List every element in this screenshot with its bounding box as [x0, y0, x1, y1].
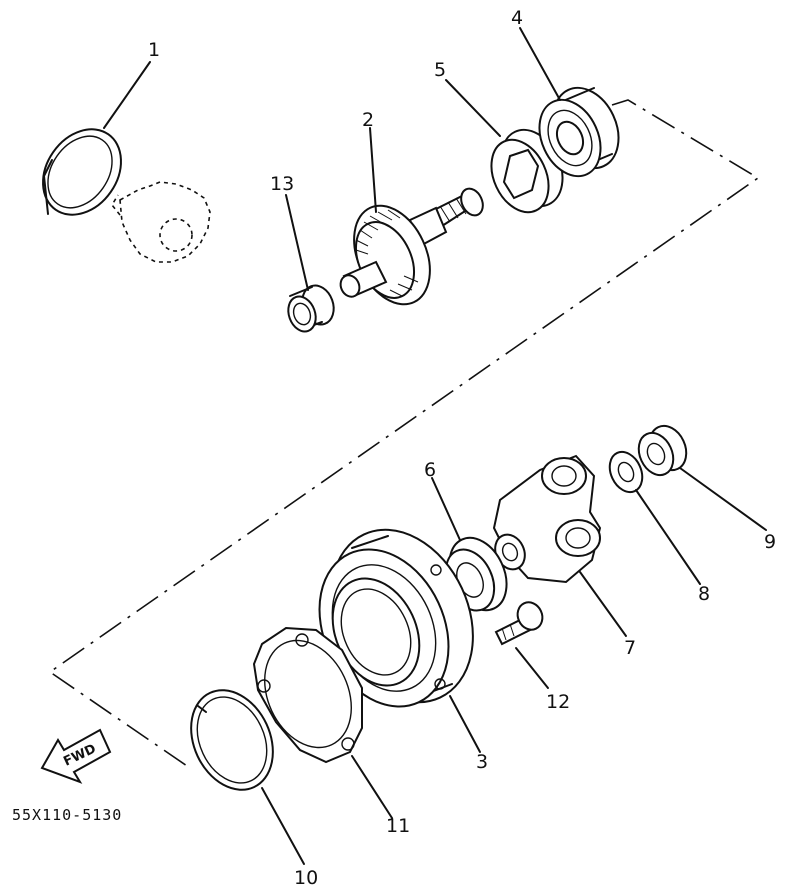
callout-1: 1	[148, 39, 160, 61]
callout-12: 12	[546, 691, 570, 713]
part-13-needle-bearing	[287, 284, 335, 333]
callout-7: 7	[624, 637, 636, 659]
assembly-centerline	[48, 99, 760, 769]
callout-4: 4	[511, 7, 523, 29]
callout-6: 6	[424, 459, 436, 481]
part-7-yoke	[492, 454, 602, 584]
callout-10: 10	[294, 867, 318, 889]
part-9-flange-nut	[637, 424, 688, 477]
callout-11: 11	[386, 815, 410, 837]
part-8-washer	[608, 450, 644, 494]
part-4-ball-bearing	[538, 86, 620, 178]
callout-3: 3	[476, 751, 488, 773]
fwd-arrow-icon: FWD	[40, 728, 112, 784]
callout-13: 13	[270, 173, 294, 195]
part-1-circlip	[42, 128, 122, 216]
part-code: 55X110-5130	[12, 806, 122, 824]
leader-lines	[103, 27, 767, 865]
callout-9: 9	[764, 531, 776, 553]
callout-labels: 1 2 3 4 5 6 7 8 9 10 11 12 13	[148, 7, 776, 889]
part-5-hex-collar	[490, 128, 564, 214]
reference-gear-dotted	[111, 181, 211, 263]
callout-2: 2	[362, 109, 374, 131]
part-12-bolt	[494, 601, 544, 646]
part-11-gasket	[252, 626, 363, 764]
part-2-pinion-gear-shaft	[339, 187, 484, 306]
part-10-circlip	[190, 689, 274, 791]
callout-8: 8	[698, 583, 710, 605]
callout-5: 5	[434, 59, 446, 81]
part-3-bearing-housing	[318, 528, 474, 708]
